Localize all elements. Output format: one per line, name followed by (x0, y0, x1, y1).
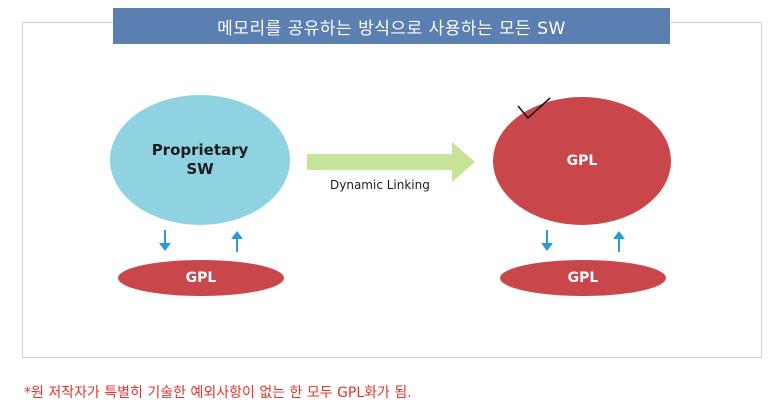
gpl-library-node-left: GPL (118, 260, 284, 296)
arrow-up-icon (613, 231, 625, 252)
arrow-up-icon (231, 231, 243, 252)
gpl-main-node: GPL (493, 97, 671, 225)
gpl-library-node-right: GPL (500, 260, 666, 296)
checkmark-icon (517, 97, 551, 120)
arrow-right-icon (307, 142, 475, 182)
proprietary-sw-node: Proprietary SW (110, 95, 290, 225)
arrow-down-icon (159, 230, 171, 251)
arrow-down-icon (541, 230, 553, 251)
diagram-title: 메모리를 공유하는 방식으로 사용하는 모든 SW (113, 8, 670, 44)
footnote: *원 저작자가 특별히 기술한 예외사항이 없는 한 모두 GPL화가 됨. (24, 385, 412, 401)
dynamic-linking-label: Dynamic Linking (330, 178, 430, 192)
